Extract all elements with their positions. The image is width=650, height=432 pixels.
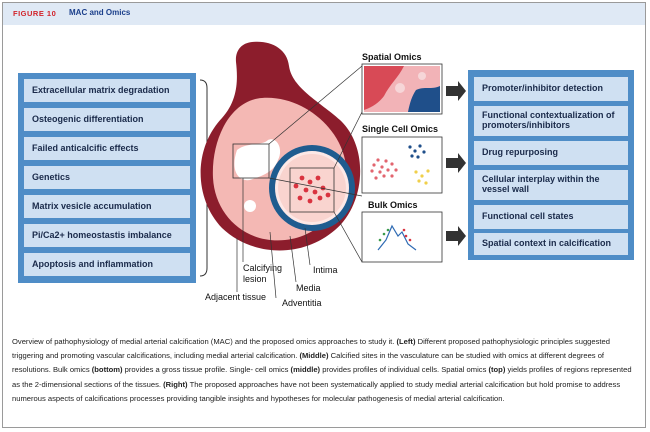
left-item: Pi/Ca2+ homeostastis imbalance [24, 224, 190, 247]
adventitia-label: Adventitia [282, 298, 322, 308]
calcification-patch [244, 200, 256, 212]
left-item: Matrix vesicle accumulation [24, 195, 190, 218]
lesion-cells [293, 175, 331, 204]
single-cell-omics-label: Single Cell Omics [362, 124, 439, 134]
arrow-icon [446, 226, 466, 246]
bulk-omics-volcano [377, 224, 417, 251]
arrow-icon [446, 153, 466, 173]
left-panel: Extracellular matrix degradation Osteoge… [18, 73, 196, 283]
zoom-box [289, 167, 335, 213]
adjacent-tissue-label: Adjacent tissue [205, 292, 267, 302]
left-item: Genetics [24, 166, 190, 189]
right-item: Promoter/inhibitor detection [474, 77, 628, 101]
right-item: Functional contextualization of promoter… [474, 106, 628, 136]
bulk-omics-label: Bulk Omics [368, 200, 418, 210]
right-panel: Promoter/inhibitor detection Functional … [468, 70, 634, 260]
right-item: Functional cell states [474, 205, 628, 229]
media-label: Media [296, 283, 321, 293]
arrow-icon [446, 81, 466, 101]
figure-caption: Overview of pathophysiology of medial ar… [12, 337, 632, 403]
left-item: Failed anticalcific effects [24, 137, 190, 160]
left-item: Extracellular matrix degradation [24, 79, 190, 102]
left-item: Apoptosis and inflammation [24, 253, 190, 276]
single-cell-cluster-red [370, 158, 398, 180]
single-cell-cluster-yellow [414, 169, 430, 185]
zoom-box [232, 143, 270, 179]
figure-title: MAC and Omics [69, 8, 131, 17]
spatial-omics-label: Spatial Omics [362, 52, 422, 62]
right-item: Drug repurposing [474, 141, 628, 165]
left-item: Osteogenic differentiation [24, 108, 190, 131]
right-item: Spatial context in calcification [474, 233, 628, 255]
calcifying-lesion-label: Calcifying lesion [243, 263, 283, 284]
spatial-omics-grid [364, 66, 440, 112]
figure-label: FIGURE 10 [13, 9, 57, 18]
figure-frame [2, 2, 646, 428]
figure-header: FIGURE 10 MAC and Omics [3, 3, 645, 25]
lumen-inner [278, 154, 346, 222]
intima-label: Intima [313, 265, 338, 275]
bulk-omics-image [361, 211, 443, 263]
single-cell-cluster-blue [408, 144, 426, 159]
right-item: Cellular interplay within the vessel wal… [474, 170, 628, 200]
